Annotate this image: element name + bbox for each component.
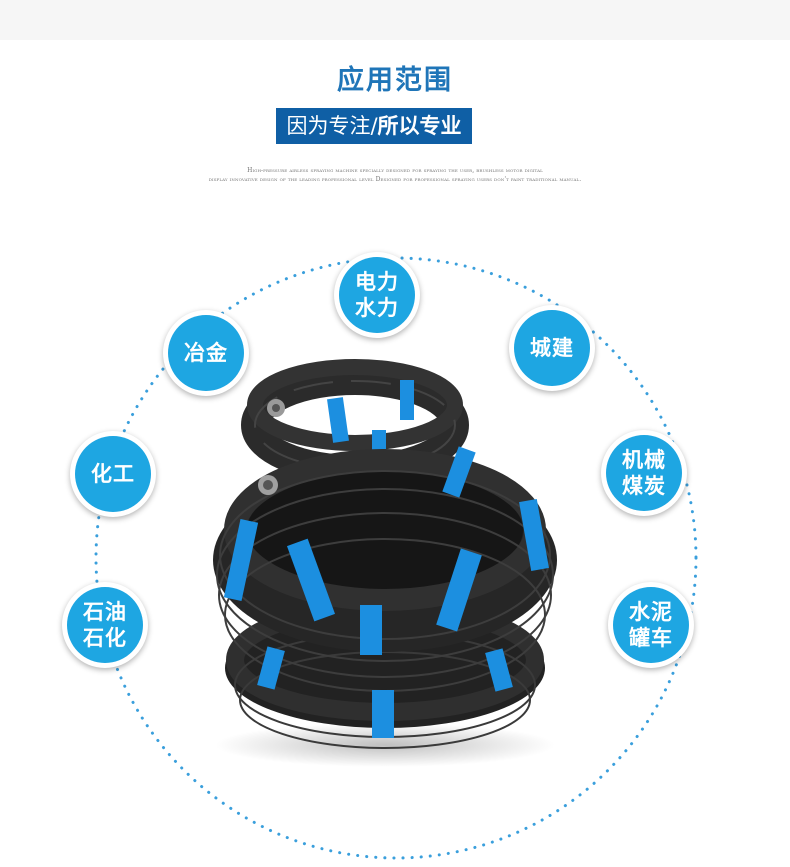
badge-cement-label: 水泥 — [629, 600, 673, 624]
badge-chemical-circle: 化工 — [75, 436, 151, 512]
badge-oil-label: 石油 — [83, 600, 127, 624]
front-hose-coil — [213, 446, 557, 749]
badge-construction: 城建 — [509, 305, 595, 391]
rubber-hose-coils-photo — [213, 359, 557, 767]
top-band — [0, 0, 790, 40]
subtitle-normal: 因为专注/ — [286, 114, 378, 138]
badge-power-water: 电力 水力 — [334, 252, 420, 338]
badge-construction-label: 城建 — [530, 336, 574, 360]
dotted-ring — [94, 256, 698, 860]
badge-petrochemical-label: 石化 — [83, 626, 127, 650]
section-title: 应用范围 — [337, 65, 453, 96]
badge-chemical: 化工 — [70, 431, 156, 517]
subtitle-banner: 因为专注/所以专业 — [276, 108, 472, 144]
badge-tanker-label: 罐车 — [629, 626, 673, 650]
badge-metallurgy: 冶金 — [163, 310, 249, 396]
badge-machinery-label: 机械 — [622, 448, 666, 472]
english-description: High-pressure airless spraying machine s… — [120, 166, 670, 184]
badge-metallurgy-circle: 冶金 — [168, 315, 244, 391]
badge-chemical-label: 化工 — [91, 462, 135, 486]
badge-power-water-circle: 电力 水力 — [339, 257, 415, 333]
badge-cement-tanker-circle: 水泥 罐车 — [613, 587, 689, 663]
description-line-2: display innovative design of the leading… — [208, 176, 582, 183]
badge-metallurgy-label: 冶金 — [184, 341, 228, 365]
badge-petro-circle: 石油 石化 — [67, 587, 143, 663]
badge-coal-label: 煤炭 — [622, 474, 666, 498]
badge-construction-circle: 城建 — [514, 310, 590, 386]
badge-power-label: 电力 — [355, 270, 399, 294]
badge-machinery-coal-circle: 机械 煤炭 — [606, 435, 682, 511]
subtitle-bold: 所以专业 — [377, 114, 462, 138]
description-line-1: High-pressure airless spraying machine s… — [247, 167, 543, 174]
badge-cement-tanker: 水泥 罐车 — [608, 582, 694, 668]
badge-petro: 石油 石化 — [62, 582, 148, 668]
badge-water-label: 水力 — [355, 296, 399, 320]
badge-machinery-coal: 机械 煤炭 — [601, 430, 687, 516]
